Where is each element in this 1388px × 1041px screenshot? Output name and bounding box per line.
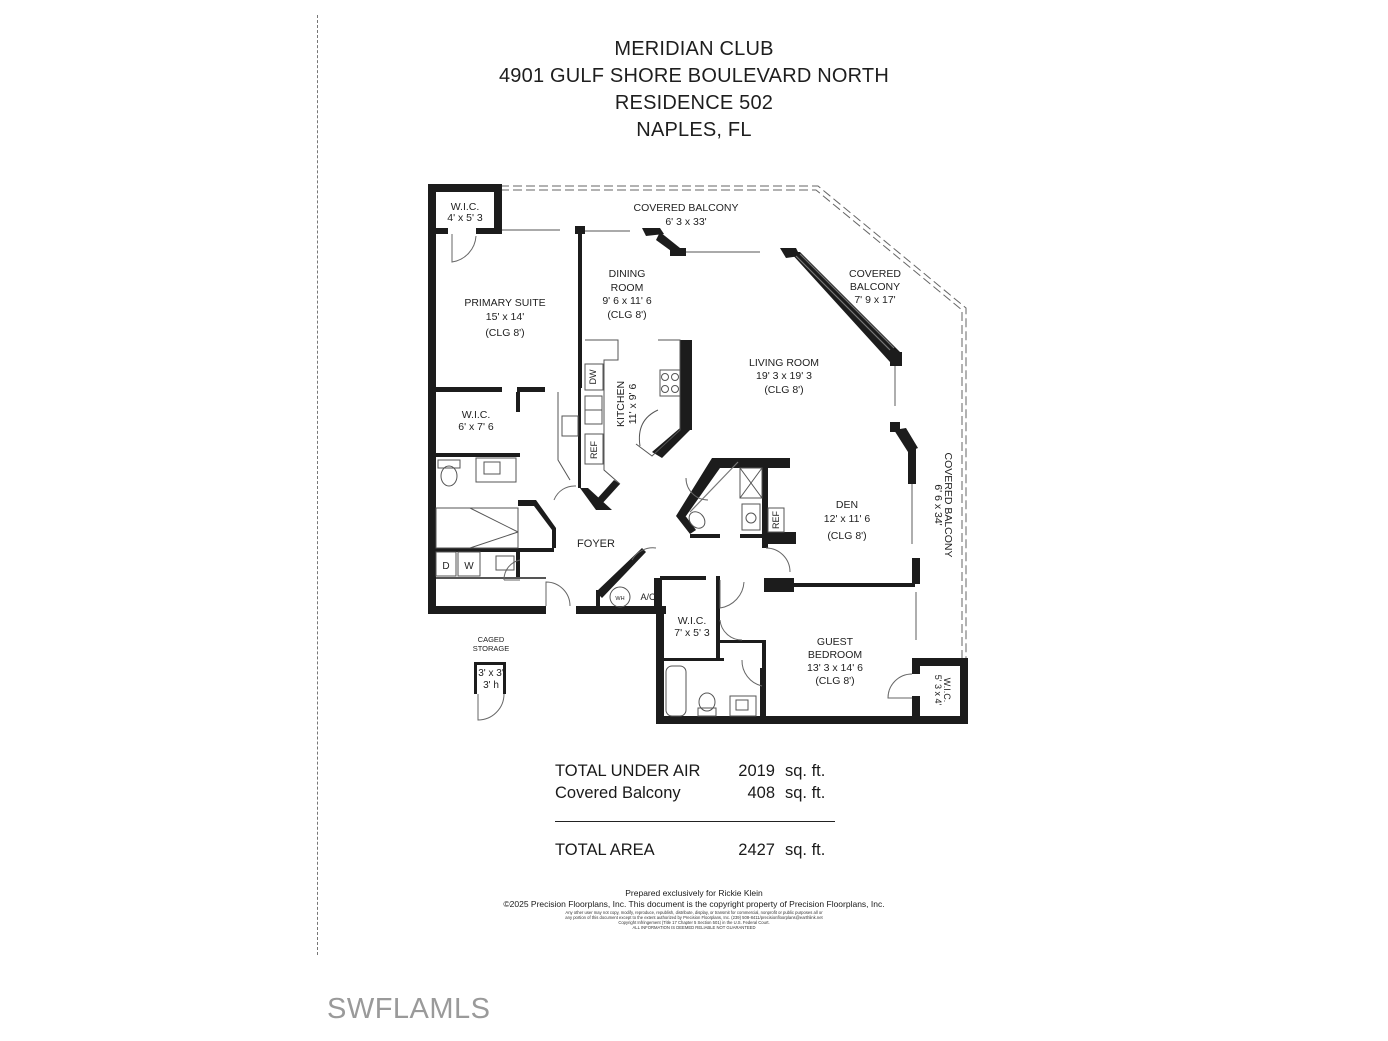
den-refrigerator-label: REF — [771, 510, 781, 529]
label-caged-storage: CAGED — [478, 635, 505, 644]
area-row-covered-balcony: Covered Balcony 408 sq. ft. — [555, 784, 835, 806]
dims-caged-storage: 3' x 3' — [478, 668, 504, 679]
dims-kitchen: 11' x 9' 6 — [627, 384, 639, 425]
dims-covered-balcony-top: 6' 3 x 33' — [665, 216, 706, 228]
prepared-for-text: Prepared exclusively for Rickie Klein — [625, 888, 763, 898]
dims-covered-balcony-diag: 7' 9 x 17' — [854, 294, 895, 306]
ceiling-guest-bedroom: (CLG 8') — [815, 675, 854, 687]
label-dining-room-2: ROOM — [611, 282, 644, 294]
fine-print-line: any portion of this document except to t… — [565, 915, 823, 920]
washer-icon — [457, 551, 481, 577]
total-area-label: TOTAL AREA — [555, 841, 655, 859]
area-divider — [555, 821, 835, 822]
refrigerator-icon — [584, 433, 604, 465]
dims-primary-suite: 15' x 14' — [486, 311, 524, 323]
copyright-text: ©2025 Precision Floorplans, Inc. This do… — [503, 899, 885, 909]
label-wic-bath: W.I.C. — [462, 409, 491, 421]
fine-print-line: Copyright Infringement (Title 17 Chapter… — [618, 920, 770, 925]
label-wic-primary: W.I.C. — [451, 201, 480, 213]
area-unit: sq. ft. — [785, 762, 826, 780]
interior-walls — [436, 226, 920, 718]
windows — [502, 229, 917, 640]
area-row-total: TOTAL AREA 2427 sq. ft. — [555, 841, 835, 863]
mls-watermark: SWFLAMLS — [327, 993, 491, 1025]
fine-print-line: Any other user may not copy, modify, rep… — [565, 910, 823, 915]
ceiling-den: (CLG 8') — [827, 530, 866, 542]
fine-print-line: ALL INFORMATION IS DEEMED RELIABLE NOT G… — [632, 925, 756, 930]
label-guest-bedroom-2: BEDROOM — [808, 649, 862, 661]
dims-wic-bath: 6' x 7' 6 — [458, 421, 494, 433]
area-unit: sq. ft. — [785, 784, 826, 802]
residence-number: RESIDENCE 502 — [614, 92, 774, 114]
dims-wic-guest: 7' x 5' 3 — [674, 627, 710, 639]
dims-guest-bedroom: 13' 3 x 14' 6 — [807, 662, 863, 674]
dims-living-room: 19' 3 x 19' 3 — [756, 370, 812, 382]
refrigerator-label: REF — [589, 440, 599, 459]
cooktop-icon — [659, 369, 681, 397]
ceiling-living-room: (CLG 8') — [764, 384, 803, 396]
dryer-label: D — [442, 561, 449, 572]
total-area-value: 2427 — [738, 841, 775, 859]
area-label: TOTAL UNDER AIR — [555, 762, 701, 780]
den-refrigerator-icon — [767, 507, 785, 533]
label-living-room: LIVING ROOM — [749, 357, 819, 369]
label-kitchen: KITCHEN — [615, 381, 627, 427]
ceiling-primary-suite: (CLG 8') — [485, 327, 524, 339]
dims-dining-room: 9' 6 x 11' 6 — [602, 295, 652, 307]
water-heater-icon — [609, 586, 631, 608]
label-covered-balcony-diag-2: BALCONY — [850, 281, 900, 293]
label-covered-balcony-side: COVERED BALCONY — [942, 452, 954, 557]
label-primary-suite: PRIMARY SUITE — [464, 297, 545, 309]
label-wic-guest: W.I.C. — [678, 615, 707, 627]
kitchen-fixtures — [435, 339, 785, 717]
dishwasher-label: DW — [588, 369, 598, 384]
balcony-outline — [500, 185, 967, 660]
height-caged-storage: 3' h — [483, 680, 499, 691]
plan-title-block: MERIDIAN CLUB 4901 GULF SHORE BOULEVARD … — [0, 36, 1388, 144]
shower-icon — [435, 507, 519, 549]
label-wic-guest-small: W.I.C. — [942, 678, 952, 703]
washer-label: W — [464, 561, 474, 572]
dims-covered-balcony-side: 6' 6 x 34' — [932, 484, 944, 525]
toilet-icon — [440, 465, 458, 487]
building-name: MERIDIAN CLUB — [614, 38, 774, 60]
area-value: 408 — [747, 784, 775, 802]
label-dining-room: DINING — [609, 268, 646, 280]
dims-wic-guest-small: 5' 3 x 4' — [933, 675, 943, 706]
city-state: NAPLES, FL — [636, 119, 752, 141]
dryer-icon — [435, 551, 457, 577]
door-swings — [451, 234, 913, 721]
dims-wic-primary: 4' x 5' 3 — [447, 212, 483, 224]
exterior-walls — [428, 184, 968, 724]
room-labels: W.I.C. 4' x 5' 3 PRIMARY SUITE 15' x 14'… — [442, 201, 954, 706]
copyright-footer: Prepared exclusively for Rickie Klein ©2… — [0, 888, 1388, 930]
street-address: 4901 GULF SHORE BOULEVARD NORTH — [498, 65, 889, 87]
left-dashed-margin-line — [317, 15, 318, 955]
label-covered-balcony-top: COVERED BALCONY — [633, 202, 738, 214]
dishwasher-icon — [584, 363, 604, 391]
ceiling-dining-room: (CLG 8') — [607, 309, 646, 321]
water-heater-label: WH — [615, 596, 624, 602]
area-value: 2019 — [738, 762, 775, 780]
total-area-unit: sq. ft. — [785, 841, 826, 859]
label-den: DEN — [836, 499, 858, 511]
label-caged-storage-2: STORAGE — [473, 644, 510, 653]
sink-icon — [584, 395, 603, 411]
area-row-under-air: TOTAL UNDER AIR 2019 sq. ft. — [555, 762, 835, 784]
ac-label: A/C — [640, 592, 656, 602]
label-covered-balcony-diag: COVERED — [849, 268, 901, 280]
dims-den: 12' x 11' 6 — [824, 513, 871, 525]
label-foyer: FOYER — [577, 538, 615, 550]
area-summary: TOTAL UNDER AIR 2019 sq. ft. Covered Bal… — [555, 762, 835, 806]
label-guest-bedroom: GUEST — [817, 636, 854, 648]
area-label: Covered Balcony — [555, 784, 681, 802]
bathtub-icon — [665, 665, 687, 717]
